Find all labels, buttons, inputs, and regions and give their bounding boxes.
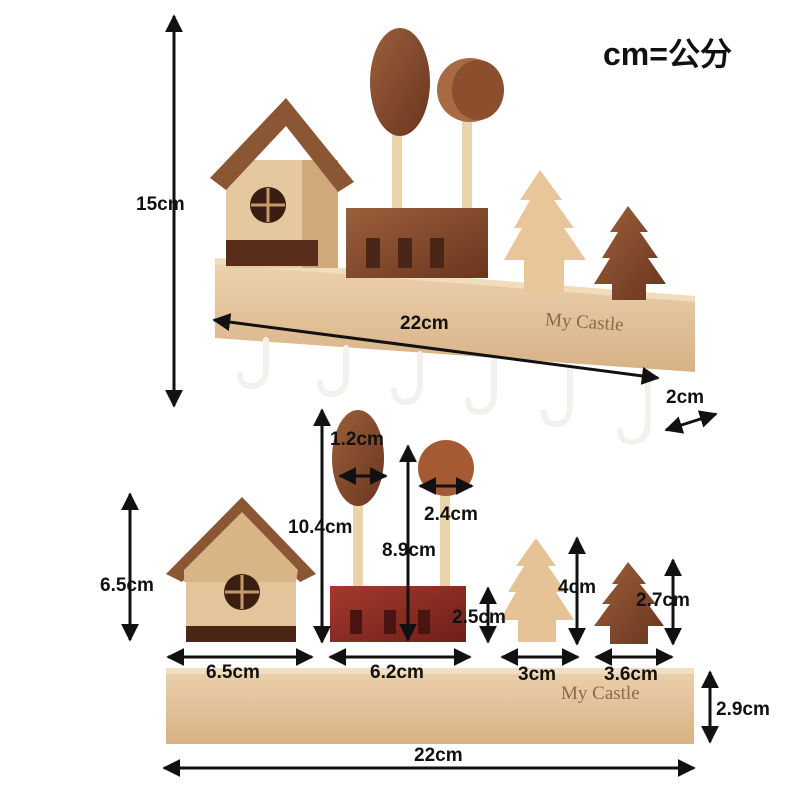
label-house-width: 6.5cm — [206, 662, 260, 683]
dimension-arrows — [121, 14, 719, 777]
label-pine-dark-height: 2.7cm — [636, 590, 690, 611]
label-pine-light-width: 3cm — [518, 664, 557, 685]
top-pine-light — [504, 170, 586, 292]
part-house — [166, 497, 316, 642]
label-house-height: 6.5cm — [100, 575, 154, 596]
part-fence — [330, 586, 466, 642]
label-base-length: 22cm — [414, 745, 463, 766]
top-fence — [346, 208, 488, 278]
part-base-bar — [166, 668, 694, 744]
label-length-22-top: 22cm — [400, 313, 449, 334]
label-pine-dark-width: 3.6cm — [604, 664, 658, 685]
label-fence-height: 2.5cm — [452, 607, 506, 628]
label-oval-width: 1.2cm — [330, 429, 384, 450]
arrow-length-22-top — [212, 313, 660, 385]
assembled-product — [210, 28, 695, 446]
top-oval-tree — [370, 28, 430, 220]
label-round-height: 8.9cm — [382, 540, 436, 561]
hook — [237, 337, 269, 390]
top-round-tree — [437, 58, 504, 220]
label-fence-width: 6.2cm — [370, 662, 424, 683]
part-pine-dark — [594, 562, 664, 644]
unit-note: cm=公分 — [603, 36, 732, 72]
hook — [391, 351, 423, 406]
label-pine-light-height: 4cm — [558, 577, 597, 598]
top-pine-dark — [594, 206, 666, 300]
exploded-parts — [166, 410, 694, 744]
hook — [617, 369, 651, 446]
label-depth-2: 2cm — [666, 387, 705, 408]
label-tree-total-height: 10.4cm — [288, 517, 353, 538]
brand-engraving-top: My Castle — [544, 309, 625, 336]
arrow-depth-2 — [664, 410, 718, 434]
hook — [317, 345, 349, 398]
top-base-bar-top — [215, 258, 695, 302]
top-house — [210, 98, 354, 268]
part-pine-light — [500, 538, 574, 642]
label-round-width: 2.4cm — [424, 504, 478, 525]
label-height-15: 15cm — [136, 194, 185, 215]
label-base-height: 2.9cm — [716, 699, 770, 720]
hook — [465, 357, 497, 416]
hook — [541, 363, 573, 428]
brand-engraving-bottom: My Castle — [561, 683, 640, 704]
